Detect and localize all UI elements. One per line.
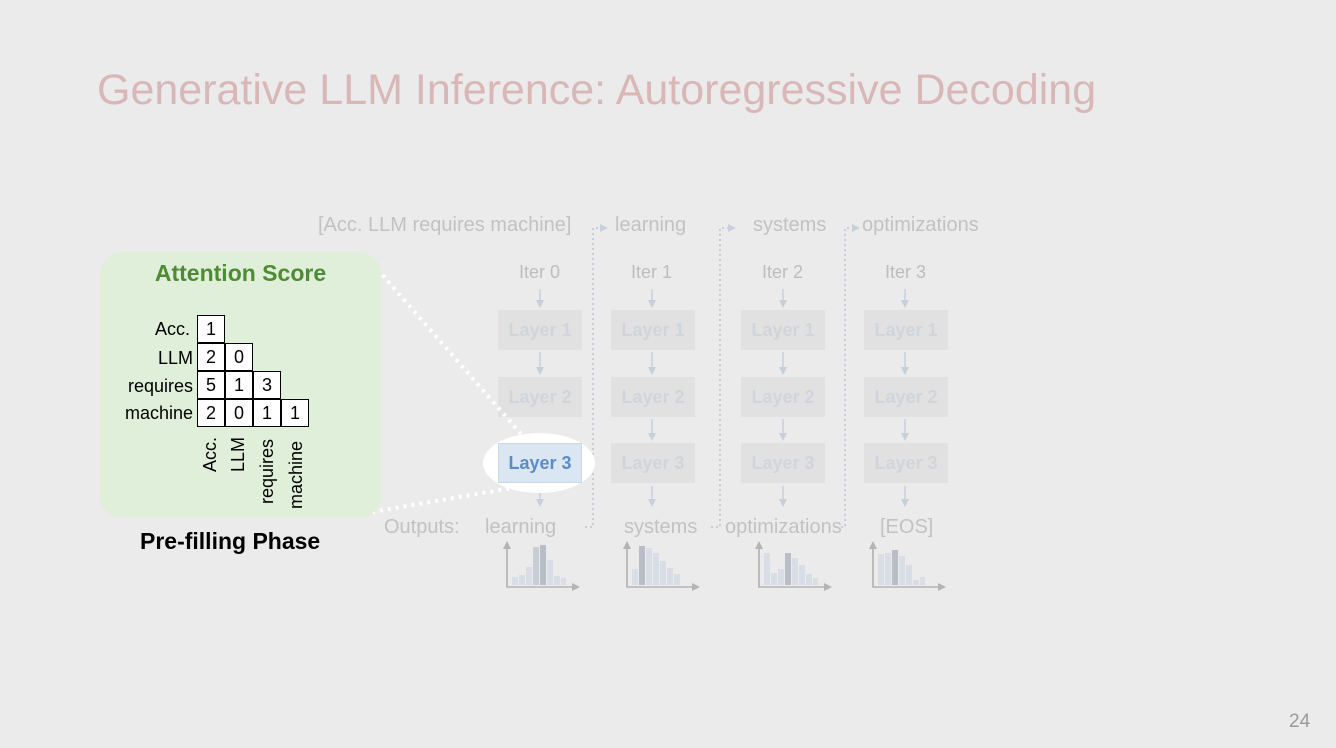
attention-cell: 1 xyxy=(197,315,225,343)
iter0-layer2: Layer 2 xyxy=(498,377,582,417)
col-label-llm: LLM xyxy=(228,436,248,472)
attention-cell: 2 xyxy=(197,343,225,371)
page-number: 24 xyxy=(1289,711,1311,732)
prefill-phase-label: Pre-filling Phase xyxy=(140,528,321,554)
output-iter2: optimizations xyxy=(725,516,842,538)
flow-arrows xyxy=(536,289,909,507)
attention-score-panel: Attention Score Acc. LLM requires machin… xyxy=(100,252,381,518)
iter1-layer1: Layer 1 xyxy=(611,310,695,350)
feedback-loops xyxy=(585,224,860,528)
output-iter0: learning xyxy=(485,516,557,538)
histogram-iter1 xyxy=(632,546,680,585)
iter3-layer1: Layer 1 xyxy=(864,310,948,350)
input-tokens: [Acc. LLM requires machine] xyxy=(318,214,572,236)
outputs-label: Outputs: xyxy=(384,516,460,538)
generated-token-1: learning xyxy=(615,214,687,236)
attention-cell: 5 xyxy=(197,371,225,399)
iter-label-3: Iter 3 xyxy=(885,262,927,282)
attention-cell: 1 xyxy=(225,371,253,399)
iter-label-2: Iter 2 xyxy=(762,262,804,282)
iter0-layer3-highlighted: Layer 3 xyxy=(498,443,582,483)
iter2-layer2: Layer 2 xyxy=(741,377,825,417)
generated-token-3: optimizations xyxy=(862,214,979,236)
output-iter1: systems xyxy=(624,516,698,538)
iter-label-1: Iter 1 xyxy=(631,262,673,282)
histogram-axes xyxy=(503,541,946,591)
iter0-layer1: Layer 1 xyxy=(498,310,582,350)
histogram-iter3 xyxy=(878,550,925,585)
attention-score-title: Attention Score xyxy=(154,260,327,286)
histogram-iter2 xyxy=(764,553,818,585)
iter3-layer2: Layer 2 xyxy=(864,377,948,417)
attention-cell: 0 xyxy=(225,343,253,371)
attention-cell: 2 xyxy=(197,399,225,427)
output-iter3: [EOS] xyxy=(880,516,934,538)
generated-token-2: systems xyxy=(753,214,827,236)
page-title: Generative LLM Inference: Autoregressive… xyxy=(97,66,1097,114)
col-label-machine: machine xyxy=(286,440,306,509)
col-label-requires: requires xyxy=(257,438,277,504)
attention-cell: 1 xyxy=(281,399,309,427)
row-label-llm: LLM xyxy=(157,348,193,368)
attention-cell: 3 xyxy=(253,371,281,399)
attention-cell: 1 xyxy=(253,399,281,427)
iter1-layer3: Layer 3 xyxy=(611,443,695,483)
iter2-layer3: Layer 3 xyxy=(741,443,825,483)
col-label-acc: Acc. xyxy=(200,436,220,472)
iter2-layer1: Layer 1 xyxy=(741,310,825,350)
attention-cell: 0 xyxy=(225,399,253,427)
row-label-acc: Acc. xyxy=(154,319,190,339)
row-label-requires: requires xyxy=(127,376,193,396)
iter3-layer3: Layer 3 xyxy=(864,443,948,483)
histogram-iter0 xyxy=(512,545,566,585)
iter-label-0: Iter 0 xyxy=(519,262,561,282)
iter1-layer2: Layer 2 xyxy=(611,377,695,417)
row-label-machine: machine xyxy=(124,403,193,423)
